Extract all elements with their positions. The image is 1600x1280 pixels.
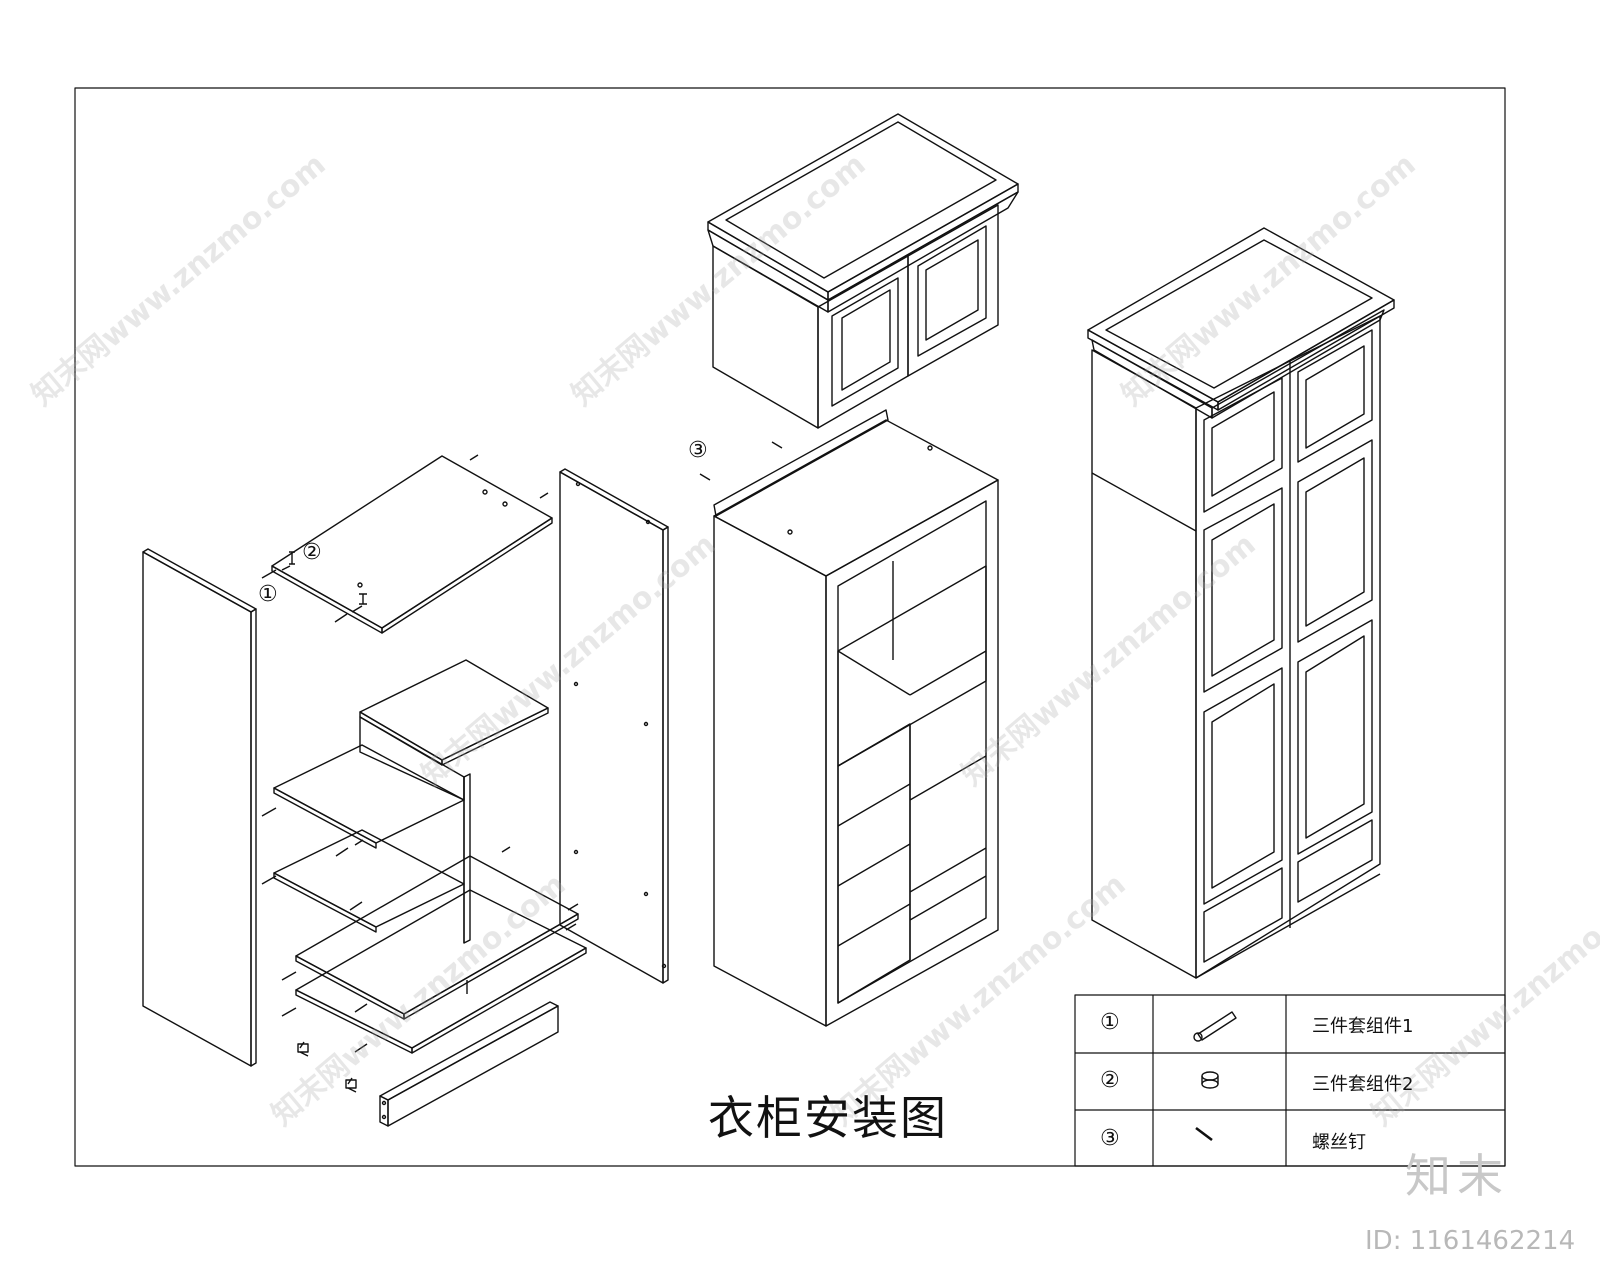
drawing-title: 衣柜安装图 [708,1091,948,1145]
callout-1: ① [258,582,278,607]
brand-logo: 知末 [1405,1149,1509,1203]
shelf-1 [261,744,465,857]
assembled-carcass [713,409,999,1027]
image-id: ID: 1161462214 [1365,1226,1576,1256]
legend-row-2-label: 三件套组件2 [1312,1074,1414,1095]
bottom-panel [281,846,579,1020]
hardware-clip-2 [345,1077,357,1093]
assembled-wardrobe [1087,227,1395,979]
left-side-panel [142,548,257,1067]
screw-markers [699,441,783,481]
callout-2: ② [302,540,322,565]
hardware-clip-1 [297,1041,309,1057]
drawing-frame [74,87,1506,1167]
base-panel [281,889,587,1054]
kickboard [379,1001,559,1127]
legend-row-3-num: ③ [1100,1126,1120,1151]
right-side-panel [559,468,669,984]
legend-table [1074,994,1506,1167]
screw-icon [1195,1126,1213,1142]
callout-3: ③ [688,438,708,463]
top-panel [261,454,553,634]
legend-row-2-num: ② [1100,1068,1120,1093]
upper-cabinet [707,113,1019,429]
legend-row-1-label: 三件套组件1 [1312,1016,1414,1037]
cam-lock-icon [1201,1071,1219,1089]
legend-row-3-label: 螺丝钉 [1312,1132,1366,1153]
cam-bolt-icon [1193,1011,1237,1042]
shelf-2 [261,829,465,933]
legend-row-1-num: ① [1100,1010,1120,1035]
